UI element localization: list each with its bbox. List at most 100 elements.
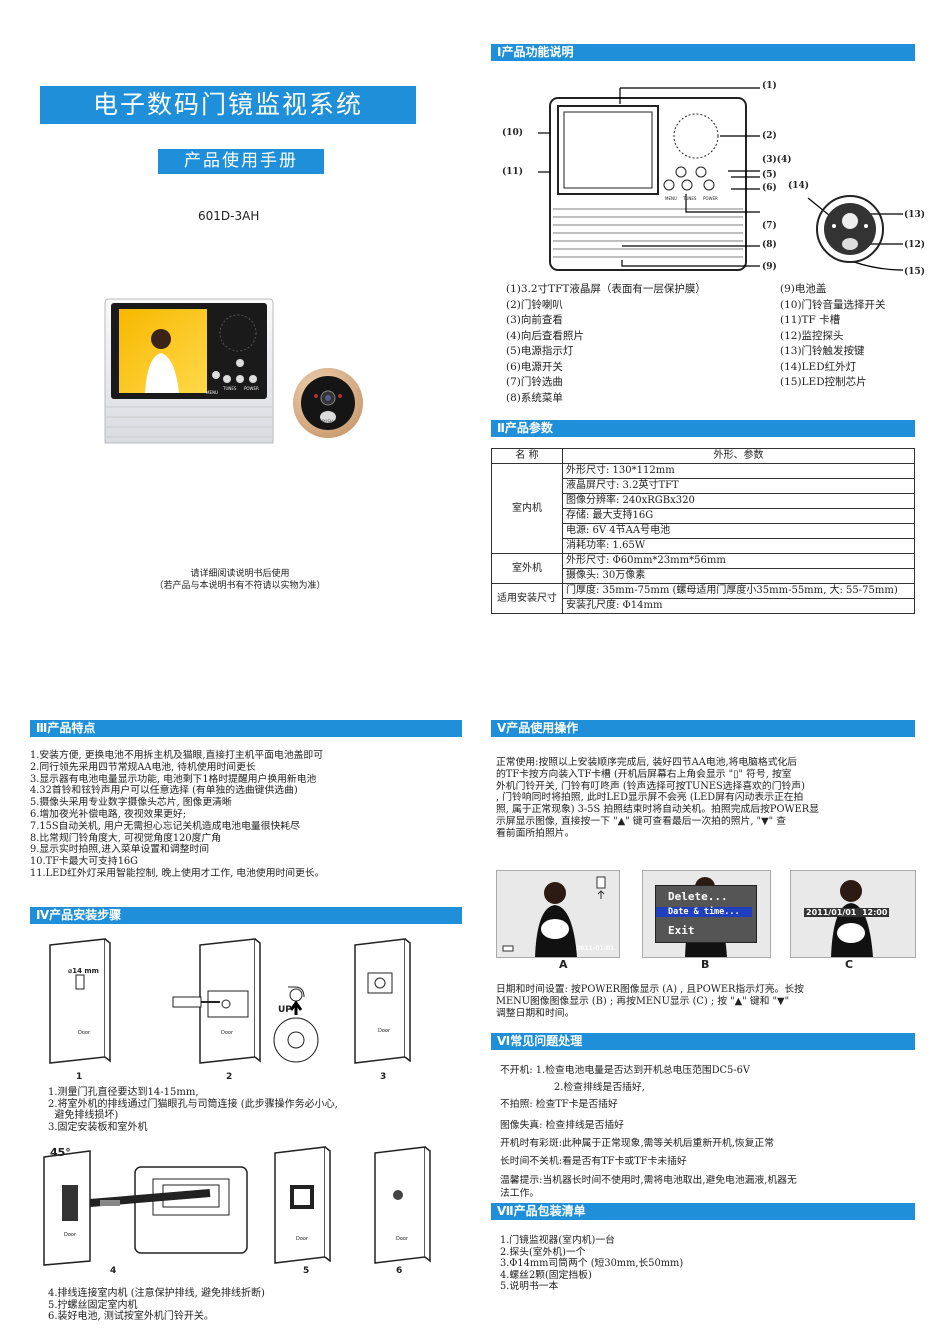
door-label-6: Door — [396, 1236, 409, 1242]
door-label-2: Door — [221, 1030, 234, 1036]
spec-cell: 电源: 6V 4节AA号电池 — [562, 523, 915, 539]
photo-c-stamp: 2011/01/01 12:00 — [804, 908, 890, 917]
cover-title: 电子数码门镜监视系统 — [40, 86, 416, 124]
door-label-1: Door — [78, 1030, 91, 1036]
function-item: (5)电源指示灯 — [506, 345, 574, 357]
feature-item: 7.15S自动关机, 用户无需担心忘记关机造成电池电量很快耗尽 — [30, 820, 300, 832]
step-number-1: 1 — [76, 1072, 83, 1082]
function-item: (14)LED红外灯 — [780, 360, 857, 373]
install-step: 1.测量门孔直径要达到14-15mm, — [48, 1087, 199, 1098]
angle-label: 45° — [50, 1146, 71, 1159]
install-step: 避免排线损坏) — [48, 1110, 119, 1121]
trouble-line: 不开机: 1.检查电池电量是否达到开机总电压范围DC5-6V — [500, 1065, 750, 1076]
spec-cell: 液晶屏尺寸: 3.2英寸TFT — [562, 478, 915, 494]
usage-line: 照, 属于正常现象) 3-5S 拍照结束时将自动关机。拍照完成后按POWER显 — [496, 804, 819, 816]
menu-item-datetime: Date & time... — [656, 907, 752, 917]
callout-15: (15) — [904, 267, 926, 277]
section1-heading: Ⅰ产品功能说明 — [491, 44, 915, 61]
usage-line: 外机门铃开关, 门铃有叮咚声 (铃声选择可按TUNES选择喜欢的门铃声) — [496, 780, 805, 792]
step-number-6: 6 — [396, 1266, 403, 1276]
cover-model: 601D-3AH — [198, 209, 260, 223]
hole-size-label: ⌀14 mm — [68, 967, 99, 975]
install-steps-a: 1.测量门孔直径要达到14-15mm, 2.将室外机的排线通过门猫眼孔与司筒连接… — [48, 1087, 338, 1133]
spec-group-outdoor: 室外机 — [491, 553, 563, 584]
datetime-line: 日期和时间设置: 按POWER图像显示 (A) , 且POWER指示灯亮。长按 — [496, 984, 804, 995]
photo-a-date: 2011-01-01 — [576, 945, 615, 952]
diagram-button-label-power: POWER — [703, 196, 718, 201]
package-item: 2.探头(室外机)一个 — [500, 1246, 586, 1258]
usage-paragraph: 正常使用:按照以上安装顺序完成后, 装好四节AA电池,将电脑格式化后 的TF卡按… — [496, 757, 819, 840]
function-item: (3)向前查看 — [506, 314, 563, 326]
datetime-line: 调整日期和时间。 — [496, 1007, 575, 1019]
photo-label-c: C — [845, 958, 854, 971]
callout-8: (8) — [762, 240, 777, 250]
section5-heading: Ⅴ产品使用操作 — [491, 720, 915, 737]
cover-note-2: （若产品与本说明书有不符请以实物为准） — [154, 581, 326, 591]
package-item: 3.Φ14mm司筒两个 (短30mm,长50mm) — [500, 1258, 684, 1269]
outdoor-camera-photo — [292, 367, 364, 439]
trouble-line: 图像失真: 检查排线是否插好 — [500, 1120, 624, 1131]
callout-5: (5) — [762, 170, 777, 180]
spec-cell: 图像分辨率: 240xRGBx320 — [562, 493, 915, 509]
section4-heading: Ⅳ产品安装步骤 — [30, 907, 462, 924]
screen-photo-a — [496, 870, 620, 958]
section6-heading: Ⅵ常见问题处理 — [491, 1033, 915, 1050]
trouble-line: 长时间不关机:看是否有TF卡或TF卡未插好 — [500, 1156, 687, 1167]
trouble-line: 2.检查排线是否插好, — [554, 1082, 645, 1093]
function-item: (15)LED控制芯片 — [780, 376, 867, 388]
diagram-button-label-menu: MENU — [665, 196, 677, 201]
spec-cell: 安装孔尺度: Φ14mm — [562, 598, 915, 614]
trouble-line: 法工作。 — [500, 1188, 540, 1199]
package-item: 4.螺丝2颗(固定挡板) — [500, 1269, 592, 1281]
diagram-button-label-tunes: TUNES — [683, 196, 697, 201]
indoor-unit-button-label-tunes: TUNES — [223, 386, 237, 391]
section2-heading: Ⅱ产品参数 — [491, 420, 915, 437]
install-diagram-4-6 — [40, 1145, 460, 1270]
function-item: (4)向后查看照片 — [506, 329, 584, 342]
indoor-unit-photo — [103, 295, 275, 447]
door-label-3: Door — [378, 1028, 391, 1034]
callout-11: (11) — [502, 167, 524, 177]
usage-line: 示屏显示图像, 直接按一下 "▲" 键可查看最后一次拍的照片, "▼" 查 — [496, 815, 787, 827]
usage-line: 看前面所拍照片。 — [496, 827, 575, 839]
function-list-left: (1)3.2寸TFT液晶屏（表面有一层保护膜） (2)门铃喇叭 (3)向前查看 … — [506, 282, 706, 406]
up-label: UP — [278, 1005, 292, 1015]
camera-push-label: PUSH — [322, 419, 333, 424]
cover-subtitle: 产品使用手册 — [158, 149, 324, 174]
function-item: (11)TF 卡槽 — [780, 314, 841, 326]
step-number-5: 5 — [303, 1266, 310, 1276]
step-number-3: 3 — [380, 1072, 387, 1082]
spec-header-params: 外形、参数 — [562, 448, 915, 464]
feature-item: 9.显示实时拍照,进入菜单设置和调整时间 — [30, 844, 210, 856]
step-number-4: 4 — [110, 1266, 117, 1276]
feature-item: 4.32首铃和铉铃声用户可以任意选择 (有单独的选曲键供选曲) — [30, 785, 298, 797]
function-diagram — [498, 74, 938, 284]
callout-12: (12) — [904, 240, 926, 250]
trouble-line: 温馨提示:当机器长时间不使用时,需将电池取出,避免电池漏液,机器无 — [500, 1175, 797, 1186]
callout-2: (2) — [762, 131, 777, 141]
install-step: 6.装好电池, 测试按室外机门铃开关。 — [48, 1311, 214, 1322]
callout-14: (14) — [788, 181, 810, 191]
spec-group-install: 适用安装尺寸 — [491, 583, 563, 614]
usage-line: , 门铃响同时将拍照, 此时LED显示屏不会亮 (LED屏有闪动表示正在拍 — [496, 792, 804, 804]
photo-label-b: B — [701, 958, 710, 971]
datetime-paragraph: 日期和时间设置: 按POWER图像显示 (A) , 且POWER指示灯亮。长按 … — [496, 984, 804, 1019]
function-item: (8)系统菜单 — [506, 391, 563, 404]
install-step: 3.固定安装板和室外机 — [48, 1121, 148, 1133]
spec-cell: 存储: 最大支持16G — [562, 508, 915, 524]
section7-heading: Ⅶ产品包装清单 — [491, 1203, 915, 1220]
feature-item: 3.显示器有电池电量显示功能, 电池剩下1格时提醒用户换用新电池 — [30, 773, 317, 785]
install-step: 5.拧螺丝固定室内机 — [48, 1299, 138, 1311]
feature-list: 1.安装方便, 更换电池不用拆主机及猫眼,直接打主机平面电池盖即可 2.同行领先… — [30, 750, 324, 880]
feature-item: 1.安装方便, 更换电池不用拆主机及猫眼,直接打主机平面电池盖即可 — [30, 750, 324, 761]
spec-group-indoor: 室内机 — [491, 463, 563, 554]
usage-line: 正常使用:按照以上安装顺序完成后, 装好四节AA电池,将电脑格式化后 — [496, 757, 798, 768]
spec-cell: 摄像头: 30万像素 — [562, 568, 915, 584]
function-item: (2)门铃喇叭 — [506, 298, 563, 311]
spec-cell: 外形尺寸: Φ60mm*23mm*56mm — [562, 553, 915, 569]
function-item: (13)门铃触发按键 — [780, 345, 865, 357]
callout-9: (9) — [762, 262, 777, 272]
callout-13: (13) — [904, 210, 926, 220]
callout-1: (1) — [762, 81, 777, 91]
function-item: (10)门铃音量选择开关 — [780, 298, 886, 311]
